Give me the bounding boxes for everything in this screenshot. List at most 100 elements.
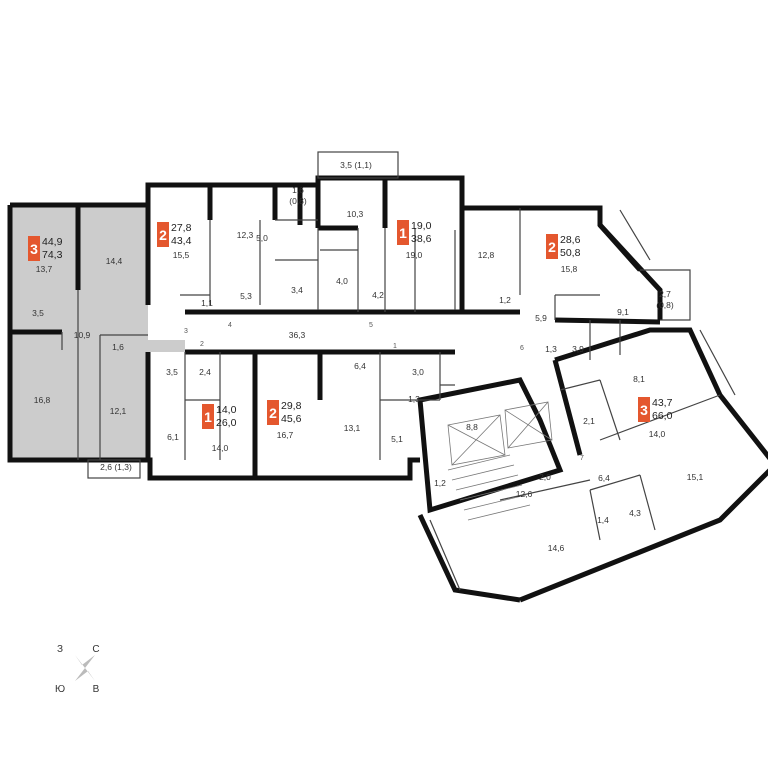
living-area: 45,6 <box>281 413 302 425</box>
room-area: 3,5 <box>32 308 44 318</box>
room-area: 14,4 <box>106 256 123 266</box>
room-area: 1,1 <box>201 298 213 308</box>
door-number: 2 <box>200 341 204 348</box>
total-area: 28,6 <box>560 234 581 246</box>
total-area: 29,8 <box>281 400 302 412</box>
wall-right-bottom <box>417 468 768 603</box>
door-number: 7 <box>580 455 584 462</box>
apartment-badge[interactable]: 1 14,0 26,0 <box>202 404 237 429</box>
rooms-badge <box>202 404 214 429</box>
apartment-badge[interactable]: 3 43,7 66,0 <box>638 397 673 422</box>
wall-right-diag <box>554 223 663 325</box>
balcony-bottom-left <box>87 459 141 479</box>
wall-inner-left <box>10 205 151 460</box>
living-area: 74,3 <box>42 249 63 261</box>
room-area: 16,7 <box>277 430 294 440</box>
room-area: 14,0 <box>649 429 666 439</box>
door-number: 1 <box>393 343 397 350</box>
room-area: 2,4 <box>199 367 211 377</box>
room-area: 15,5 <box>173 250 190 260</box>
door-number: 4 <box>228 322 232 329</box>
room-area: 5,3 <box>240 291 252 301</box>
partition-lines-2 <box>184 352 455 460</box>
balcony-right <box>640 269 691 321</box>
rooms-count: 2 <box>269 405 277 421</box>
rooms-count: 2 <box>548 239 556 255</box>
rooms-badge <box>28 236 40 261</box>
highlighted-apartment[interactable] <box>10 205 185 460</box>
partition-lines-3 <box>499 208 721 541</box>
room-area: 36,3 <box>289 330 306 340</box>
rooms-badge <box>546 234 558 259</box>
room-area: 5,9 <box>535 313 547 323</box>
room-area: 1,2 <box>499 295 511 305</box>
room-area: 1,6 <box>112 342 124 352</box>
total-area: 43,7 <box>652 397 673 409</box>
room-area: 10,9 <box>74 330 91 340</box>
room-area: 3,9 <box>572 344 584 354</box>
room-area: 16,8 <box>34 395 51 405</box>
living-area: 43,4 <box>171 235 192 247</box>
room-area: 2,6 (1,3) <box>100 462 132 472</box>
living-area: 50,8 <box>560 247 581 259</box>
room-area: (0,8) <box>289 196 307 206</box>
room-area: 13,7 <box>36 264 53 274</box>
room-area: 15,8 <box>561 264 578 274</box>
room-area: 13,1 <box>344 423 361 433</box>
total-area: 14,0 <box>216 404 237 416</box>
wall-bottom-apts <box>145 352 323 478</box>
wall-apt1 <box>318 178 388 231</box>
room-areas: 13,7 14,4 3,5 10,9 1,6 16,8 12,1 2,6 (1,… <box>32 160 703 553</box>
rooms-count: 2 <box>159 227 167 243</box>
room-area: 6,4 <box>598 473 610 483</box>
room-area: 4,3 <box>629 508 641 518</box>
balcony-top <box>317 151 399 179</box>
room-area: 3,5 <box>166 367 178 377</box>
room-area: 2,7 <box>659 289 671 299</box>
room-area: 3,0 <box>412 367 424 377</box>
door-number: 5 <box>369 322 373 329</box>
room-area: 1,3 <box>408 394 420 404</box>
room-area: 1,4 <box>597 515 609 525</box>
room-area: 9,1 <box>617 307 629 317</box>
room-area: 1,2 <box>434 478 446 488</box>
compass: З С Ю В <box>55 644 100 695</box>
room-area: 3,5 (1,1) <box>340 160 372 170</box>
apartment-badge[interactable]: 3 44,9 74,3 <box>28 236 63 261</box>
apartment-badge[interactable]: 2 29,8 45,6 <box>267 400 302 425</box>
door-number: 6 <box>520 345 524 352</box>
room-area: 12,3 <box>237 230 254 240</box>
room-area: 6,1 <box>167 432 179 442</box>
rooms-badge <box>638 397 650 422</box>
stair-steps <box>447 454 531 521</box>
room-area: 12,8 <box>478 250 495 260</box>
room-area: 6,4 <box>354 361 366 371</box>
total-area: 27,8 <box>171 222 192 234</box>
rooms-badge <box>157 222 169 247</box>
room-area: 5,0 <box>256 233 268 243</box>
room-area: 15,1 <box>687 472 704 482</box>
apartment-badge[interactable]: 2 28,6 50,8 <box>546 234 581 259</box>
rooms-count: 3 <box>640 402 648 418</box>
total-area: 44,9 <box>42 236 63 248</box>
wall-right-lower <box>552 327 768 461</box>
room-area: 12,1 <box>110 406 127 416</box>
room-area: 8,1 <box>633 374 645 384</box>
apartment-badge[interactable]: 2 27,8 43,4 <box>157 222 192 247</box>
elevator-shafts <box>447 401 553 466</box>
compass-rose-icon <box>75 655 95 681</box>
room-area: (0,8) <box>656 300 674 310</box>
wall-stair <box>417 377 564 514</box>
room-area: 12,6 <box>516 489 533 499</box>
windows-right <box>429 209 736 591</box>
room-area: 4,0 <box>336 276 348 286</box>
apartment-badge[interactable]: 1 19,0 38,6 <box>397 220 432 245</box>
room-area: 8,8 <box>466 422 478 432</box>
room-area: 14,6 <box>548 543 565 553</box>
room-area: 19,0 <box>406 250 423 260</box>
room-area: 4,2 <box>372 290 384 300</box>
compass-south: Ю <box>55 684 65 695</box>
rooms-badge <box>267 400 279 425</box>
living-area: 38,6 <box>411 233 432 245</box>
